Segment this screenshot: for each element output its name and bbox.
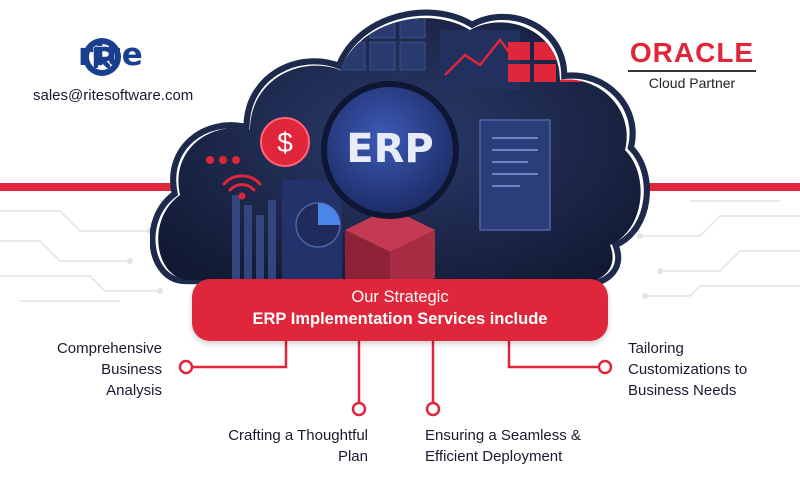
banner-title-line2: ERP Implementation Services include [252,310,548,328]
erp-cloud-illustration: $ ERP [150,9,650,290]
services-banner: Our Strategic ERP Implementation Service… [192,279,608,341]
service-label-line: Analysis [106,382,162,399]
service-label-line: Ensuring a Seamless & [425,427,581,444]
erp-label: ERP [346,126,433,172]
service-label-line: Efficient Deployment [425,448,563,465]
rite-logo-text: rite [78,37,144,73]
wifi-icon [222,174,262,192]
service-label-line: Business [101,361,162,378]
service-label-line: Plan [337,448,368,465]
service-label-line: Business Needs [628,382,737,399]
service-label-line: Crafting a Thoughtful [228,427,368,444]
service-label-line: Comprehensive [56,340,162,357]
connector-dot-plan [351,401,367,417]
oracle-wordmark: ORACLE [629,37,755,68]
service-seamless-deployment: Ensuring a Seamless & Efficient Deployme… [425,425,615,467]
connector-dot-customization [597,359,613,375]
oracle-tagline: Cloud Partner [648,74,736,91]
banner-title-line1: Our Strategic [351,288,449,306]
dollar-icon: $ [277,127,293,158]
service-label-line: Customizations to [628,361,748,378]
service-business-analysis: Comprehensive Business Analysis [30,338,162,401]
contact-email[interactable]: sales@ritesoftware.com [33,87,194,104]
oracle-divider [628,70,756,72]
circuit-pattern [0,200,800,302]
service-thoughtful-plan: Crafting a Thoughtful Plan [196,425,368,467]
service-tailored-customizations: Tailoring Customizations to Business Nee… [628,338,788,401]
rite-logo-mark [83,38,121,76]
oracle-partner-badge: ORACLE Cloud Partner [622,38,762,92]
connector-dot-deployment [425,401,441,417]
connector-dot-analysis [178,359,194,375]
service-label-line: Tailoring [628,340,684,357]
